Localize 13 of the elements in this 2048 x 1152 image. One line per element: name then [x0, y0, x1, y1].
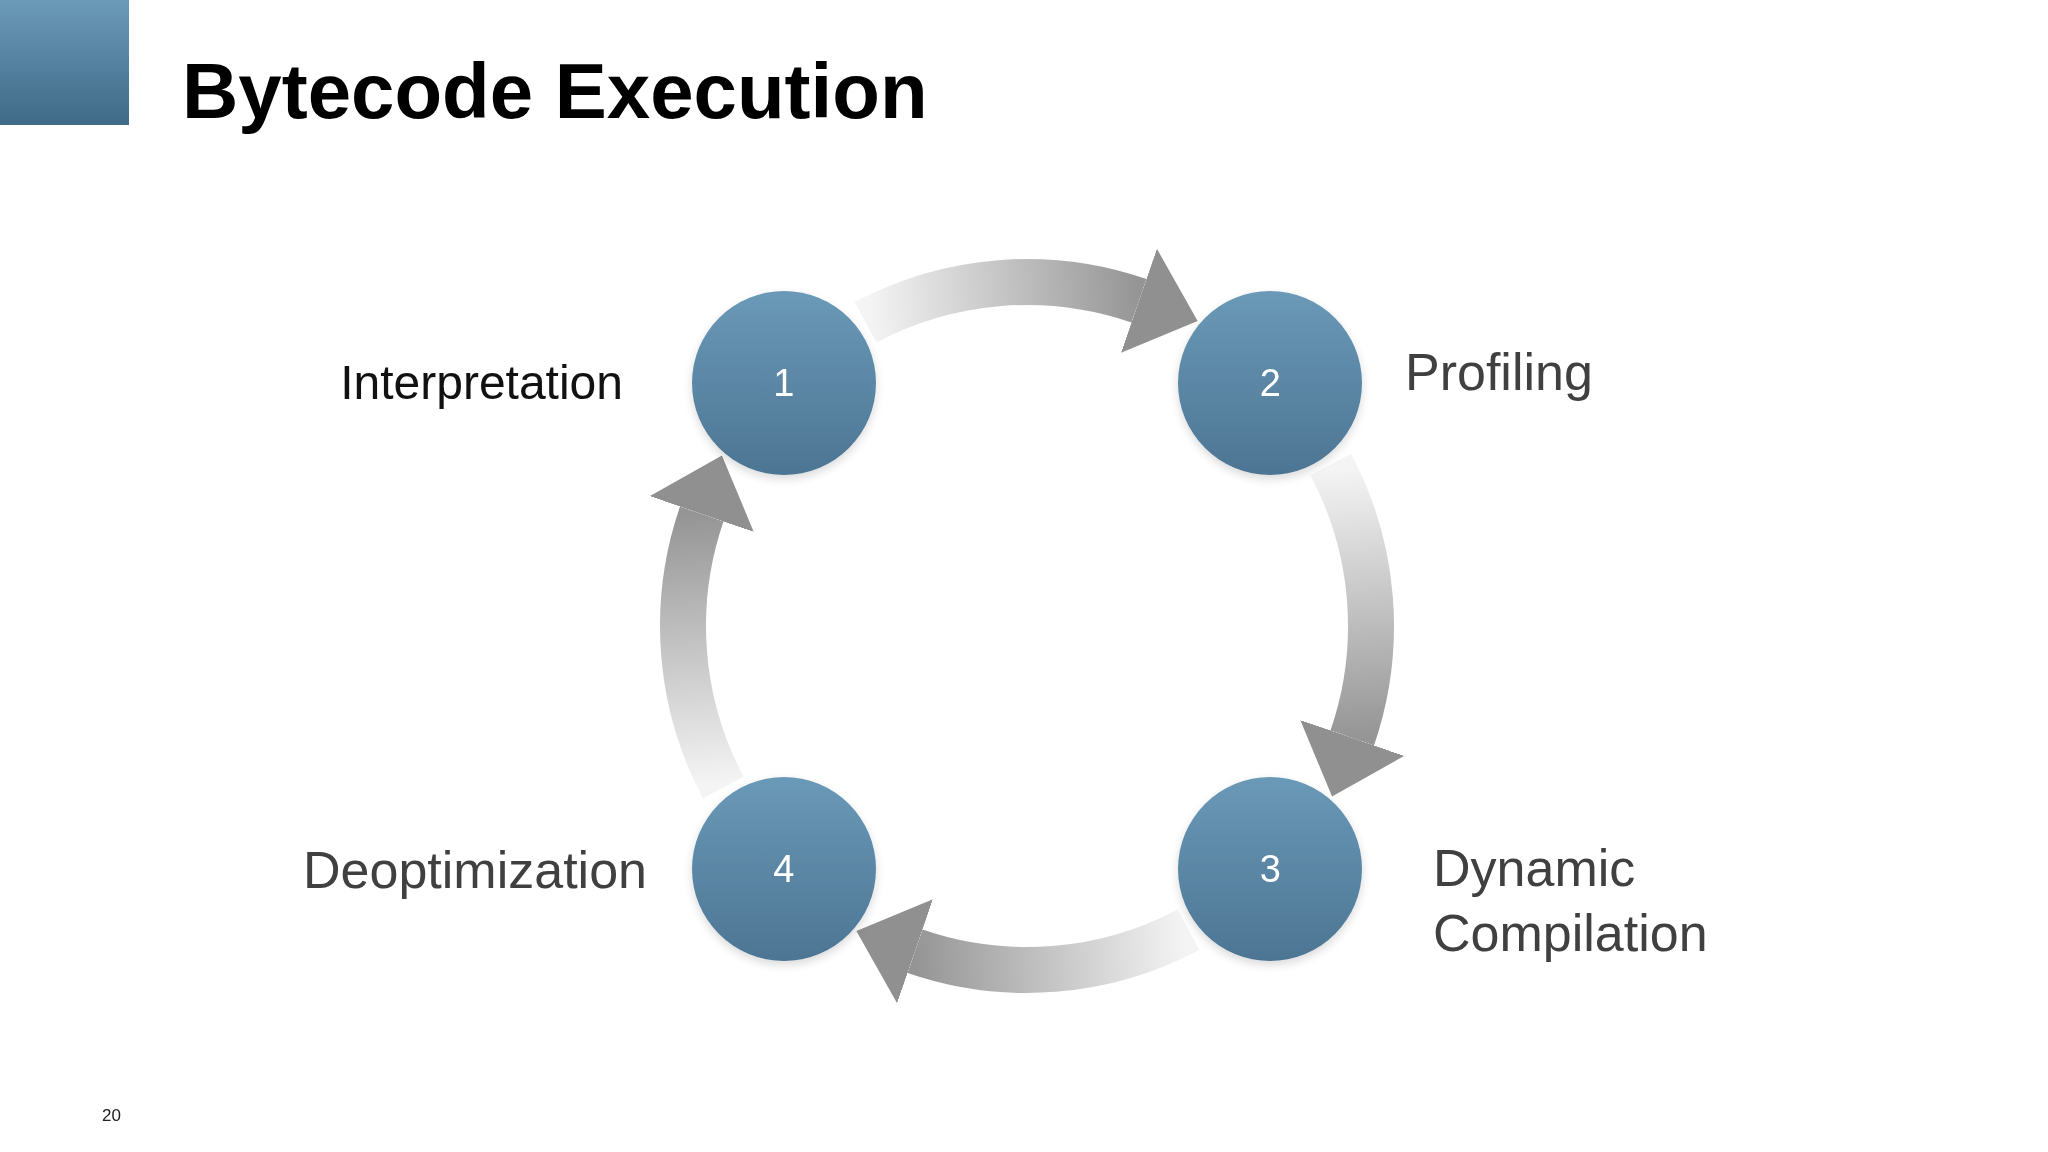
- step-number: 2: [1259, 363, 1281, 402]
- step-number: 4: [773, 850, 795, 889]
- step-number: 1: [773, 363, 795, 402]
- step-label: Dynamic Compilation: [1433, 838, 1709, 964]
- step-label: Profiling: [1405, 342, 1594, 403]
- step-number: 3: [1259, 850, 1281, 889]
- step-label: Deoptimization: [302, 840, 647, 901]
- curved-arrow: [855, 898, 1199, 1005]
- curved-arrow: [1299, 454, 1406, 798]
- step-label: Interpretation: [339, 355, 623, 411]
- curved-arrow: [855, 247, 1199, 354]
- page-number: 20: [102, 1105, 121, 1127]
- curved-arrow: [648, 454, 755, 798]
